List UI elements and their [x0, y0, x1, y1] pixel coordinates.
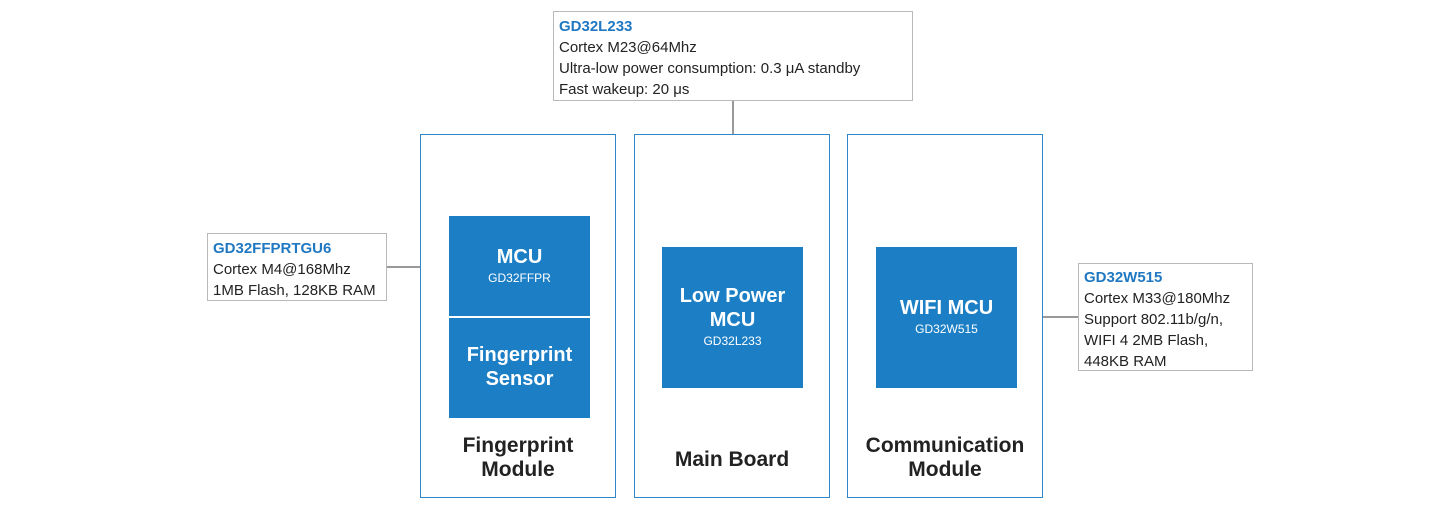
callout-left-line-1: Cortex M4@168Mhz — [213, 261, 351, 278]
fingerprint-sensor-block: Fingerprint Sensor — [449, 318, 590, 418]
callout-top-line-2: Ultra-low power consumption: 0.3 μA stan… — [559, 60, 861, 77]
fingerprint-module-label-line-2: Module — [481, 458, 555, 481]
wifi-mcu-block: WIFI MCU GD32W515 — [876, 247, 1017, 388]
main-board-label: Main Board — [674, 448, 790, 471]
low-power-mcu-title-line-2: MCU — [709, 309, 756, 331]
callout-right-title: GD32W515 — [1084, 269, 1163, 286]
callout-right-line-2: Support 802.11b/g/n, — [1084, 311, 1223, 328]
callout-right-line-1: Cortex M33@180Mhz — [1084, 290, 1231, 307]
wifi-mcu-subtitle: GD32W515 — [915, 322, 978, 336]
mcu-block-title: MCU — [496, 246, 543, 268]
low-power-mcu-block: Low Power MCU GD32L233 — [662, 247, 803, 388]
low-power-mcu-title-line-1: Low Power — [679, 285, 786, 307]
wifi-mcu-title: WIFI MCU — [899, 297, 994, 319]
callout-gd32l233: GD32L233 Cortex M23@64Mhz Ultra-low powe… — [553, 11, 913, 101]
sensor-block-title-line-2: Sensor — [485, 368, 554, 390]
callout-gd32w515: GD32W515 Cortex M33@180Mhz Support 802.1… — [1078, 263, 1253, 371]
communication-module: WIFI MCU GD32W515 Communication Module — [847, 134, 1043, 498]
low-power-mcu-subtitle: GD32L233 — [703, 334, 762, 348]
fingerprint-module-label: Fingerprint Module — [421, 434, 615, 482]
sensor-block-title-line-1: Fingerprint — [466, 344, 573, 366]
callout-top-line-1: Cortex M23@64Mhz — [559, 39, 697, 56]
callout-top-title: GD32L233 — [559, 18, 633, 35]
callout-left-line-2: 1MB Flash, 128KB RAM — [213, 282, 376, 299]
mcu-block-subtitle: GD32FFPR — [488, 271, 551, 285]
callout-left-title: GD32FFPRTGU6 — [213, 240, 332, 257]
mcu-block-gd32ffpr: MCU GD32FFPR — [449, 216, 590, 316]
callout-right-line-4: 448KB RAM — [1084, 353, 1167, 370]
fingerprint-module: MCU GD32FFPR Fingerprint Sensor Fingerpr… — [420, 134, 616, 498]
fingerprint-module-label-line-1: Fingerprint — [462, 434, 574, 457]
communication-module-label-line-2: Module — [908, 458, 982, 481]
callout-top-line-3: Fast wakeup: 20 μs — [559, 81, 690, 98]
callout-right-line-3: WIFI 4 2MB Flash, — [1084, 332, 1209, 349]
main-board-module: Low Power MCU GD32L233 Main Board — [634, 134, 830, 498]
communication-module-label-line-1: Communication — [865, 434, 1025, 457]
callout-gd32ffprtgu6: GD32FFPRTGU6 Cortex M4@168Mhz 1MB Flash,… — [207, 233, 387, 301]
communication-module-label: Communication Module — [848, 434, 1042, 482]
